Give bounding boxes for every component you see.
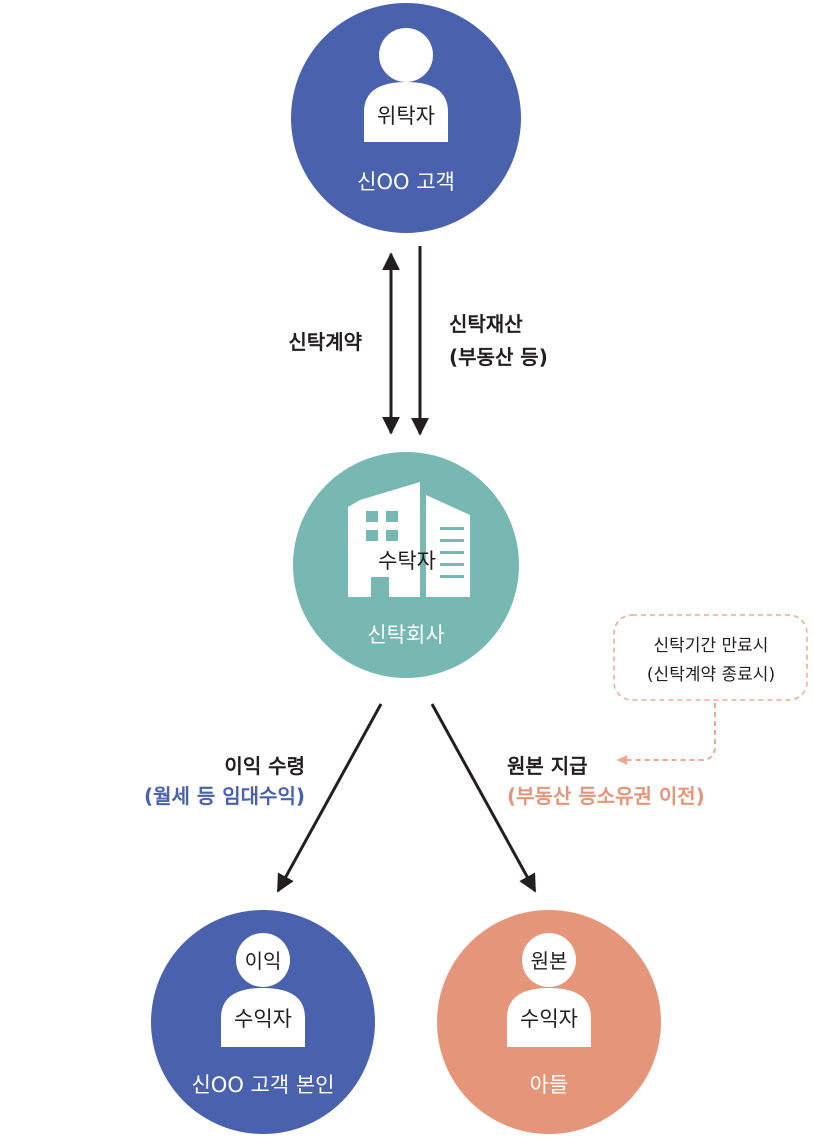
principal-badge: 원본 [531, 949, 568, 973]
income-sublabel: (월세 등 임대수익) [144, 784, 305, 808]
expiry-note-box [613, 614, 808, 701]
property-label-line1: 신탁재산 [449, 312, 523, 336]
trustee-node: 수탁자 신탁회사 [293, 452, 519, 678]
income-beneficiary-node: 이익 수익자 신OO 고객 본인 [151, 910, 375, 1134]
expiry-note-line2: (신탁계약 종료시) [647, 665, 775, 685]
principal-beneficiary-name: 아들 [530, 1073, 569, 1097]
principal-arrow [430, 703, 537, 893]
expiry-note-connector [617, 703, 716, 765]
expiry-note-line1: 신탁기간 만료시 [654, 636, 769, 656]
principal-beneficiary-node: 원본 수익자 아들 [437, 910, 661, 1134]
expiry-note: 신탁기간 만료시 (신탁계약 종료시) [613, 614, 808, 701]
trustor-name: 신OO 고객 [357, 170, 455, 194]
trustor-node: 위탁자 신OO 고객 [291, 3, 521, 233]
income-label: 이익 수령 [224, 754, 305, 778]
trustor-role: 위탁자 [377, 104, 435, 128]
property-label-line2: (부동산 등) [449, 345, 548, 369]
building-icon [348, 482, 470, 597]
income-arrow [276, 703, 383, 893]
income-beneficiary-name: 신OO 고객 본인 [191, 1073, 334, 1097]
contract-label: 신탁계약 [288, 330, 362, 354]
trustee-role: 수탁자 [378, 549, 436, 573]
person-icon [364, 28, 448, 142]
income-beneficiary-role: 수익자 [234, 1007, 292, 1031]
person-icon [507, 933, 591, 1047]
trustee-name: 신탁회사 [367, 623, 444, 647]
principal-label: 원본 지급 [507, 754, 588, 778]
principal-sublabel: (부동산 등소유권 이전) [507, 784, 705, 808]
person-icon [221, 933, 305, 1047]
principal-beneficiary-role: 수익자 [520, 1007, 578, 1031]
income-badge: 이익 [245, 949, 282, 973]
